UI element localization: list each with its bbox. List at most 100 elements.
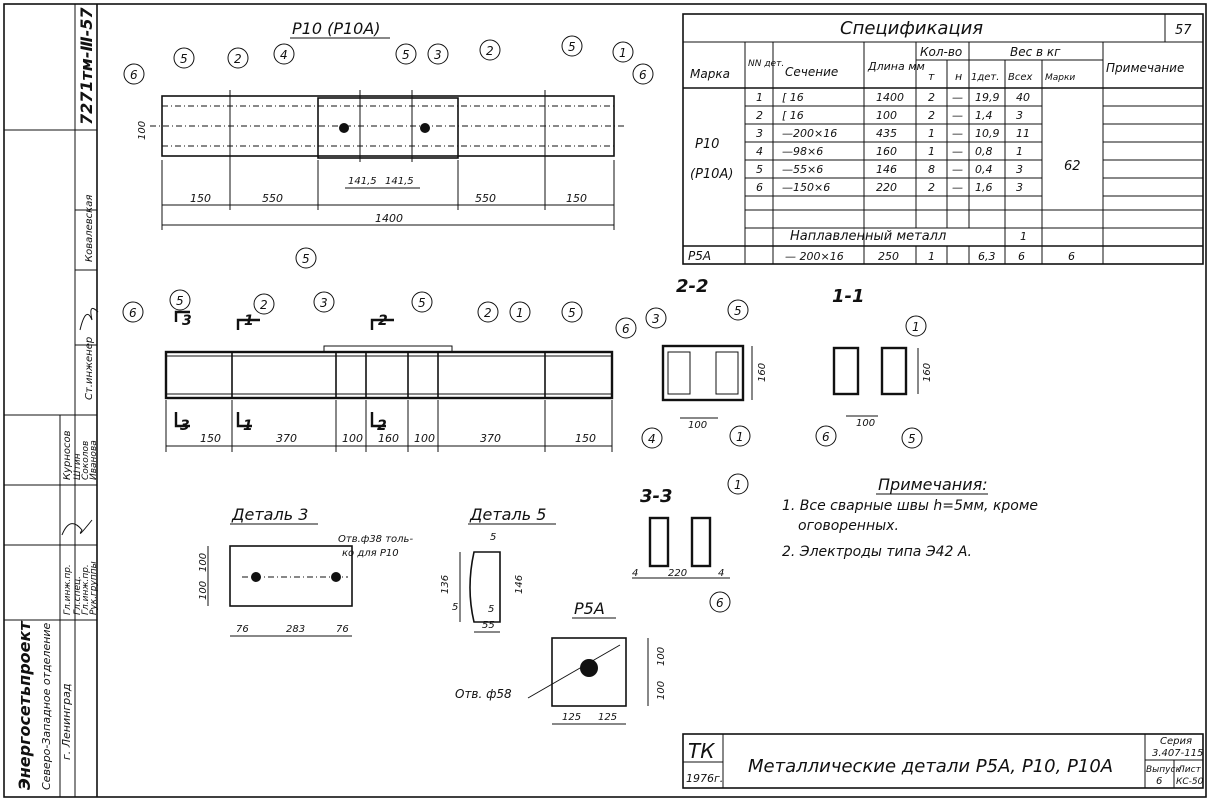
spec-row-6-all: 3 (1016, 181, 1023, 194)
spec-p5a-all: 6 (1018, 250, 1025, 263)
svg-text:3: 3 (320, 296, 328, 310)
svg-text:1: 1 (912, 320, 920, 334)
role-5: Ст.инженер (84, 337, 95, 400)
spec-row-6-section: —150×6 (782, 181, 830, 194)
spec-row-1-one: 19,9 (975, 91, 1000, 104)
spec-weld-value: 1 (1020, 230, 1027, 243)
det3-dim-100b: 100 (198, 581, 209, 600)
spec-h-num: NN дет. (748, 59, 784, 69)
spec-row-6-length: 220 (876, 181, 897, 194)
plan-dim-1400: 1400 (375, 212, 403, 225)
spec-row-6-one: 1,6 (975, 181, 993, 194)
spec-row-4-all: 1 (1016, 145, 1023, 158)
sec11-dim-160: 160 (922, 363, 933, 382)
svg-text:6: 6 (130, 68, 138, 82)
elevation-balloons: 6 5 2 3 5 2 1 5 6 (122, 289, 637, 339)
svg-text:4: 4 (648, 432, 656, 446)
plan-dim-141a: 141,5 (348, 176, 377, 187)
spec-row-2-one: 1,4 (975, 109, 993, 122)
spec-p5a-one: 6,3 (978, 250, 996, 263)
sheet-label: Лист (1177, 765, 1202, 775)
title-year: 1976г. (686, 772, 723, 785)
cut-3-bot: 3 (180, 418, 190, 434)
sec22-dim-100: 100 (688, 420, 707, 431)
spec-row-1-section: [ 16 (782, 91, 804, 104)
spec-row-2-all: 3 (1016, 109, 1023, 122)
det3-dim-76b: 76 (336, 624, 349, 635)
cut-2-bot: 2 (377, 418, 387, 434)
sec33-dim-220: 220 (668, 568, 687, 579)
spec-row-1-n: — (952, 91, 963, 104)
spec-row-4-t: 1 (928, 145, 935, 158)
spec-h-note: Примечание (1106, 61, 1184, 75)
spec-row-5-num: 5 (756, 163, 763, 176)
svg-text:6: 6 (622, 322, 630, 336)
p5a-hole-label: Отв. ф58 (455, 687, 512, 701)
svg-text:5: 5 (734, 304, 742, 318)
spec-row-1-length: 1400 (876, 91, 904, 104)
album-code: 7271тм-Ⅲ-57 (77, 7, 96, 125)
spec-row-5-length: 146 (876, 163, 897, 176)
spec-row-6-t: 2 (928, 181, 935, 194)
spec-group-mark-2: (Р10А) (690, 167, 733, 182)
spec-row-1-all: 40 (1016, 91, 1030, 104)
role-1: Гл.инж.пр. (63, 564, 73, 615)
svg-text:2: 2 (484, 306, 492, 320)
sec11-balloons: 1 6 5 (815, 315, 927, 449)
sec22-balloons: 3 5 4 1 (641, 299, 751, 449)
org-name: Энергосетьпроект (15, 620, 34, 790)
spec-row-6-n: — (952, 181, 963, 194)
sec11-dim-100: 100 (856, 418, 875, 429)
series-label: Серия (1160, 736, 1192, 747)
role-2: Гл.спец. (73, 576, 83, 615)
elev-dim-5: 100 (414, 432, 435, 445)
svg-text:1: 1 (516, 306, 524, 320)
spec-p5a-markw: 6 (1068, 250, 1075, 263)
spec-row-4-one: 0,8 (975, 145, 993, 158)
svg-text:1: 1 (736, 430, 744, 444)
svg-text:5: 5 (402, 48, 410, 62)
p5a-dim-125b: 125 (598, 712, 617, 723)
detail3-note-2: ко для Р10 (342, 548, 399, 559)
svg-text:6: 6 (822, 430, 830, 444)
svg-text:5: 5 (302, 252, 310, 266)
plan-dim-141b: 141,5 (385, 176, 414, 187)
svg-text:5: 5 (908, 432, 916, 446)
svg-text:3: 3 (434, 48, 442, 62)
note-2: 2. Электроды типа Э42 А. (782, 544, 972, 560)
spec-row-3-num: 3 (756, 127, 763, 140)
spec-table (682, 13, 1204, 265)
detail-3 (207, 545, 353, 637)
elev-dim-1: 150 (200, 432, 221, 445)
plan-dimensions (161, 160, 615, 230)
plan-title: Р10 (Р10А) (292, 19, 381, 38)
elev-dim-6: 370 (480, 432, 501, 445)
page-number: 57 (1175, 23, 1192, 38)
spec-h-wmark: Марки (1045, 73, 1075, 83)
plan-dim-100: 100 (137, 121, 148, 140)
spec-p5a-mark: Р5А (688, 249, 711, 263)
note-1a: 1. Все сварные швы h=5мм, кроме (782, 498, 1038, 514)
role-4: Рук.группы (89, 561, 99, 615)
signature-2 (79, 307, 99, 331)
spec-h-weight: Вес в кг (1010, 45, 1061, 59)
title-block (682, 733, 1204, 789)
name-3: Соколов (81, 441, 91, 480)
detail3-title: Деталь 3 (231, 505, 308, 524)
spec-p5a-section: — 200×16 (785, 250, 844, 263)
det3-dim-283: 283 (286, 624, 305, 635)
svg-text:1: 1 (734, 478, 742, 492)
spec-row-1-num: 1 (756, 91, 763, 104)
elev-dim-2: 370 (276, 432, 297, 445)
spec-h-section: Сечение (785, 65, 838, 79)
spec-p5a-t: 1 (928, 250, 935, 263)
svg-text:5: 5 (180, 52, 188, 66)
cut-2-top: 2 (378, 313, 388, 329)
sheet-frame (3, 3, 1207, 798)
spec-row-3-one: 10,9 (975, 127, 1000, 140)
spec-row-2-t: 2 (928, 109, 935, 122)
svg-text:6: 6 (716, 596, 724, 610)
issue-value: 6 (1156, 776, 1162, 787)
